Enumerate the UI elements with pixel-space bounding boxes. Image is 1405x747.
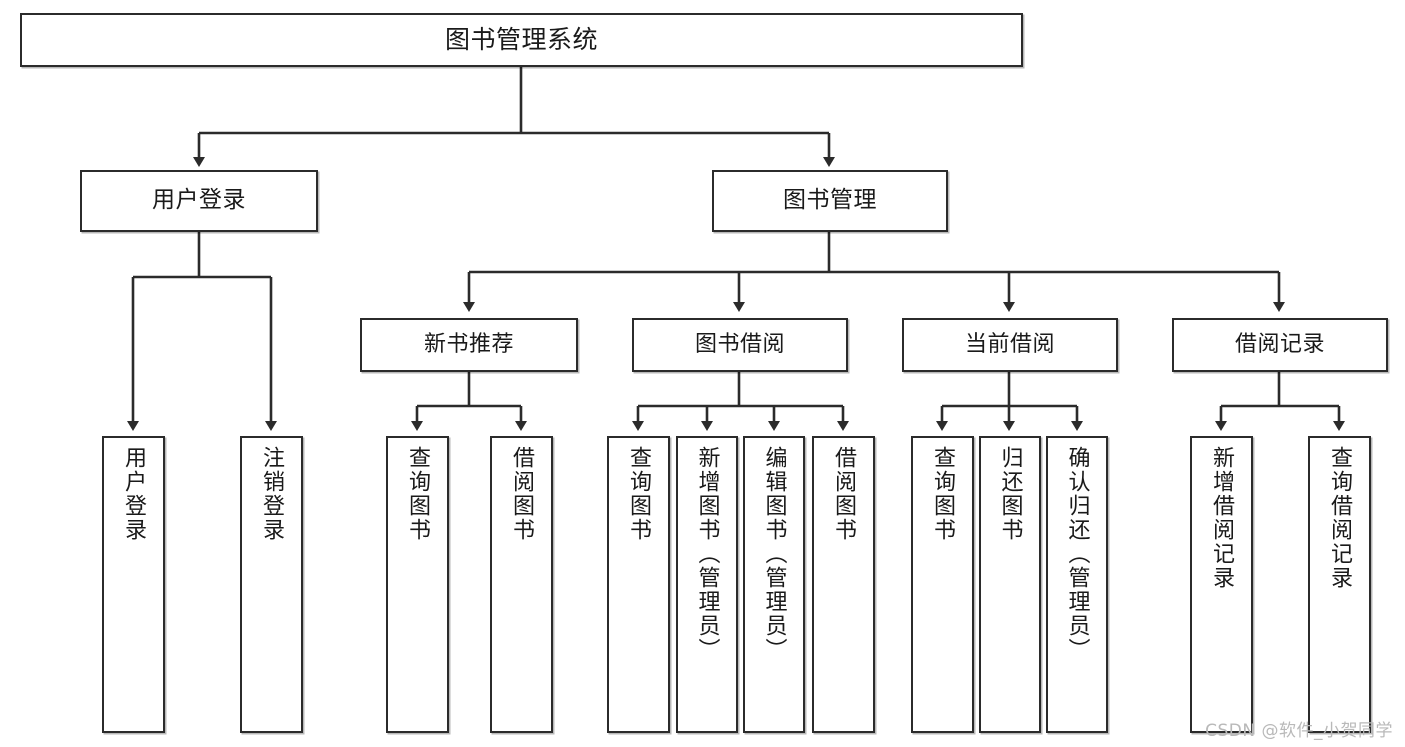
node-label: 查询图书 bbox=[626, 446, 652, 542]
node-label: 编辑图书（管理员） bbox=[761, 446, 787, 662]
node-label: 当前借阅 bbox=[964, 332, 1055, 358]
leaf-logout-login[interactable]: 注销登录 bbox=[240, 436, 303, 733]
node-label: 查询借阅记录 bbox=[1327, 446, 1353, 590]
leaf-user-login[interactable]: 用户登录 bbox=[102, 436, 165, 733]
leaf-borrow-books-recommend[interactable]: 借阅图书 bbox=[490, 436, 553, 733]
node-label: 借阅图书 bbox=[831, 446, 857, 542]
node-label: 借阅图书 bbox=[509, 446, 535, 542]
leaf-query-books-borrow[interactable]: 查询图书 bbox=[607, 436, 670, 733]
node-label: 确认归还（管理员） bbox=[1064, 446, 1090, 662]
node-label: 归还图书 bbox=[997, 446, 1023, 542]
leaf-edit-book-admin[interactable]: 编辑图书（管理员） bbox=[743, 436, 805, 733]
leaf-add-book-admin[interactable]: 新增图书（管理员） bbox=[676, 436, 738, 733]
node-borrow-records[interactable]: 借阅记录 bbox=[1172, 318, 1388, 372]
leaf-confirm-return-admin[interactable]: 确认归还（管理员） bbox=[1046, 436, 1108, 733]
node-label: 新书推荐 bbox=[423, 332, 514, 358]
node-label: 图书管理系统 bbox=[444, 25, 598, 55]
node-book-management[interactable]: 图书管理 bbox=[712, 170, 948, 232]
node-book-borrow[interactable]: 图书借阅 bbox=[632, 318, 848, 372]
leaf-query-books-recommend[interactable]: 查询图书 bbox=[386, 436, 449, 733]
node-current-borrow[interactable]: 当前借阅 bbox=[902, 318, 1118, 372]
node-user-login[interactable]: 用户登录 bbox=[80, 170, 318, 232]
leaf-borrow-books-borrow[interactable]: 借阅图书 bbox=[812, 436, 875, 733]
leaf-query-books-current[interactable]: 查询图书 bbox=[911, 436, 974, 733]
node-label: 注销登录 bbox=[259, 446, 285, 542]
leaf-query-borrow-record[interactable]: 查询借阅记录 bbox=[1308, 436, 1371, 733]
node-new-book-recommend[interactable]: 新书推荐 bbox=[360, 318, 578, 372]
node-label: 查询图书 bbox=[405, 446, 431, 542]
node-label: 图书借阅 bbox=[694, 332, 785, 358]
node-label: 用户登录 bbox=[152, 187, 246, 214]
node-label: 图书管理 bbox=[783, 187, 877, 214]
leaf-add-borrow-record[interactable]: 新增借阅记录 bbox=[1190, 436, 1253, 733]
node-label: 查询图书 bbox=[930, 446, 956, 542]
node-book-management-system[interactable]: 图书管理系统 bbox=[20, 13, 1023, 67]
leaf-return-books[interactable]: 归还图书 bbox=[979, 436, 1041, 733]
node-label: 用户登录 bbox=[121, 446, 147, 542]
node-label: 新增图书（管理员） bbox=[694, 446, 720, 662]
node-label: 新增借阅记录 bbox=[1209, 446, 1235, 590]
node-label: 借阅记录 bbox=[1234, 332, 1325, 358]
